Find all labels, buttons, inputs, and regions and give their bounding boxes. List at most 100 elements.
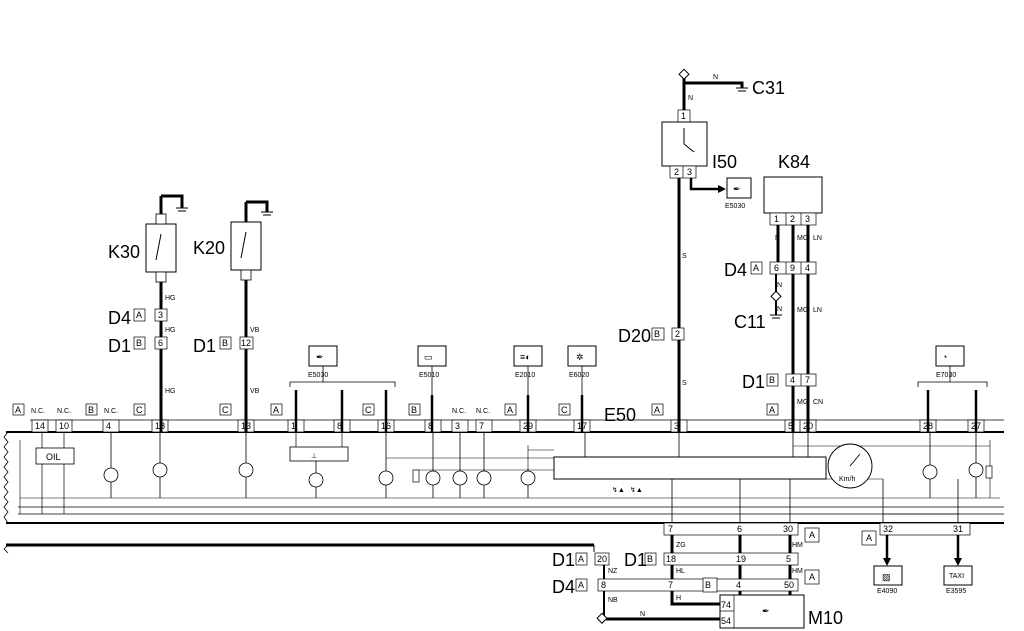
svg-text:E5010: E5010	[419, 372, 439, 379]
svg-text:2: 2	[675, 329, 680, 339]
svg-text:1: 1	[681, 111, 686, 121]
svg-text:H: H	[676, 595, 681, 602]
d1-label: D1	[552, 550, 575, 570]
ref-boxes	[308, 345, 965, 367]
svg-text:A: A	[809, 572, 815, 582]
svg-text:A: A	[136, 310, 142, 320]
ref-icon: ✒	[316, 352, 324, 362]
gauge-icon: ▨	[882, 572, 891, 582]
svg-text:4: 4	[736, 580, 741, 590]
e50-pin-number: 4	[106, 421, 111, 431]
e50-input-wires	[294, 390, 978, 432]
svg-text:S: S	[682, 380, 687, 387]
e50-pin-number: 14	[35, 421, 45, 431]
e50-pin-number: 1	[291, 421, 296, 431]
ref-brackets	[289, 366, 988, 395]
svg-text:3: 3	[158, 310, 163, 320]
svg-text:HM: HM	[792, 542, 803, 549]
c31-label: C31	[752, 78, 785, 98]
led-icon: ↯▲	[630, 486, 643, 494]
svg-text:8: 8	[601, 580, 606, 590]
svg-text:B: B	[411, 405, 417, 415]
svg-text:32: 32	[883, 524, 893, 534]
svg-text:N: N	[713, 74, 718, 81]
svg-text:ZG: ZG	[676, 542, 686, 549]
e50-pin-number: 8	[337, 421, 342, 431]
svg-text:B: B	[88, 405, 94, 415]
oil-label: OIL	[46, 452, 61, 462]
e50-pin-number: 3	[674, 421, 679, 431]
svg-text:A: A	[769, 405, 775, 415]
svg-text:2: 2	[790, 214, 795, 224]
svg-text:B: B	[654, 329, 660, 339]
fuel-icon: ⊥	[311, 453, 317, 460]
svg-text:N.C.: N.C.	[104, 408, 118, 415]
e50-pin-box	[451, 419, 469, 433]
e50-pin-number: 5	[788, 421, 793, 431]
svg-text:A: A	[753, 263, 759, 273]
svg-text:50: 50	[784, 580, 794, 590]
nc-labels: N.C.N.C. N.C.N.C. N.C.	[31, 408, 490, 415]
svg-text:N: N	[775, 235, 780, 242]
svg-text:E7030: E7030	[936, 372, 956, 379]
svg-text:LN: LN	[813, 235, 822, 242]
svg-text:NB: NB	[608, 597, 618, 604]
svg-text:A: A	[273, 405, 279, 415]
svg-text:2: 2	[674, 167, 679, 177]
svg-text:MG: MG	[797, 399, 808, 406]
ref-icon: ≡◐	[520, 352, 531, 362]
svg-text:19: 19	[736, 554, 746, 564]
e50-pin-number: 3	[455, 421, 460, 431]
svg-text:N: N	[640, 611, 645, 618]
svg-text:B: B	[705, 580, 711, 590]
led-icon: ↯▲	[612, 486, 625, 494]
svg-text:B: B	[222, 338, 228, 348]
d20-label: D20	[618, 326, 651, 346]
svg-text:N.C.: N.C.	[57, 408, 71, 415]
svg-text:7: 7	[805, 375, 810, 385]
svg-text:LN: LN	[813, 307, 822, 314]
svg-text:E3595: E3595	[946, 588, 966, 595]
e50-pin-box	[55, 419, 73, 433]
svg-text:A: A	[654, 405, 660, 415]
svg-text:A: A	[578, 554, 584, 564]
taxi-label: TAXI	[949, 573, 964, 580]
svg-text:MG: MG	[797, 307, 808, 314]
i50-switch: ✒	[651, 68, 752, 432]
svg-text:HM: HM	[792, 568, 803, 575]
ref-icon: ▭	[424, 352, 433, 362]
c11-label: C11	[734, 312, 766, 332]
svg-text:20: 20	[597, 554, 607, 564]
svg-text:12: 12	[241, 338, 251, 348]
svg-text:N.C.: N.C.	[476, 408, 490, 415]
svg-text:7: 7	[668, 524, 673, 534]
svg-text:CN: CN	[813, 399, 823, 406]
d1-label: D1	[624, 550, 647, 570]
svg-text:5: 5	[786, 554, 791, 564]
svg-text:HG: HG	[165, 388, 176, 395]
svg-text:31: 31	[953, 524, 963, 534]
svg-text:C: C	[222, 405, 229, 415]
d1-label: D1	[193, 336, 216, 356]
ref-icon: ✲	[576, 352, 584, 362]
svg-text:N: N	[777, 306, 782, 313]
svg-text:N.C.: N.C.	[452, 408, 466, 415]
svg-text:3: 3	[805, 214, 810, 224]
svg-text:C: C	[136, 405, 143, 415]
e50-pin-box	[102, 419, 120, 433]
svg-text:HL: HL	[676, 568, 685, 575]
svg-text:HG: HG	[165, 327, 176, 334]
svg-text:9: 9	[790, 263, 795, 273]
svg-text:4: 4	[805, 263, 810, 273]
svg-text:N: N	[688, 95, 693, 102]
svg-text:A: A	[578, 580, 584, 590]
svg-text:✒: ✒	[733, 184, 741, 194]
svg-text:7: 7	[668, 580, 673, 590]
svg-text:E2010: E2010	[515, 372, 535, 379]
svg-text:S: S	[682, 253, 687, 260]
